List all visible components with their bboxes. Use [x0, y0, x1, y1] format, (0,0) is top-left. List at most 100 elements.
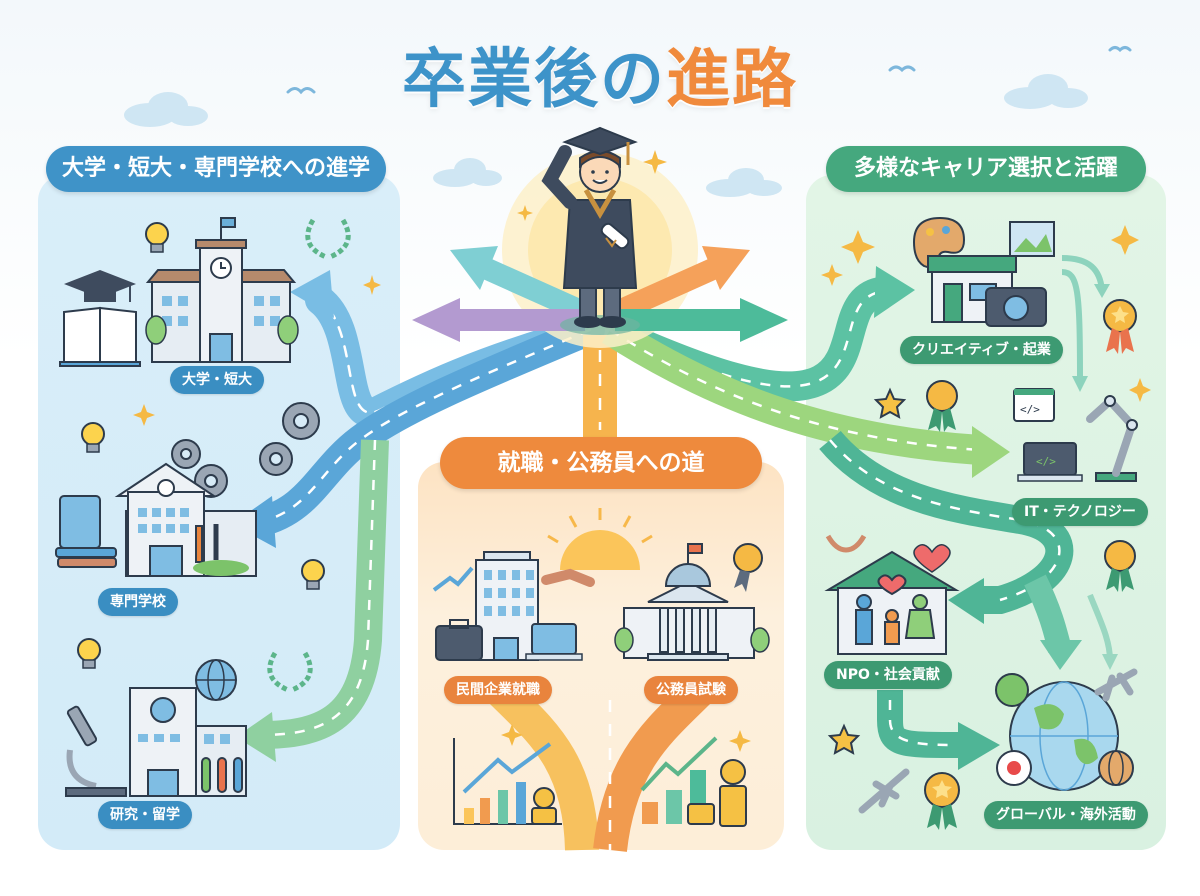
books-icon	[55, 547, 117, 568]
arrow-up-left-icon	[450, 246, 595, 326]
code-window-icon: </>	[1013, 388, 1055, 422]
title-part-1: 卒業後の	[402, 43, 666, 117]
diploma-icon	[600, 222, 630, 250]
tree-icon	[145, 315, 299, 345]
arrow-right-icon	[615, 298, 788, 342]
road-to-employment	[487, 335, 713, 853]
sun-icon	[547, 508, 653, 570]
arrow-head-it	[972, 426, 1010, 478]
bird-icon	[286, 46, 1132, 95]
tablet-icon	[59, 495, 101, 549]
medal-icon	[1103, 299, 1137, 354]
vocational-school-icon	[114, 462, 257, 577]
page-title: 卒業後の進路	[0, 28, 1200, 120]
bar-chart-coins-icon	[453, 738, 562, 825]
caring-hands-icon	[825, 534, 867, 553]
airplane-icon	[1094, 668, 1138, 702]
office-building-icon	[475, 551, 539, 661]
test-tubes-icon	[201, 757, 243, 793]
it-illustration: </> </>	[1013, 388, 1138, 482]
arrow-head-research	[236, 712, 276, 762]
mini-globe-icon	[995, 673, 1029, 707]
lightbulb-icon	[301, 559, 325, 590]
star-icon	[827, 723, 861, 755]
employment-header: 就職・公務員への道	[440, 437, 762, 489]
picture-icon	[1009, 221, 1055, 257]
npo-illustration	[824, 534, 960, 655]
sparkle-icon	[501, 724, 751, 752]
arrow-head-global-1	[1040, 640, 1082, 670]
globe-icon	[195, 659, 237, 701]
employment-illustration	[432, 508, 770, 661]
star-icon	[873, 387, 907, 419]
robot-arm-icon	[1086, 395, 1138, 482]
sparkle-icon	[1111, 225, 1139, 255]
heart-icon	[913, 544, 951, 573]
arrow-head-npo	[948, 578, 984, 624]
research-illustration	[65, 638, 247, 797]
education-header: 大学・短大・専門学校への進学	[46, 146, 386, 192]
direction-arrows	[412, 246, 788, 342]
medal-icon	[733, 543, 763, 592]
medal-icon	[926, 380, 958, 432]
arrow-head-global-2	[1102, 654, 1118, 670]
airplane-icon	[858, 768, 910, 814]
label-civil-service-exam: 公務員試験	[644, 676, 738, 704]
lightbulb-icon	[81, 422, 105, 453]
graduate-figure-icon	[541, 126, 638, 328]
tree-icon	[614, 627, 770, 653]
sparkle-icon	[1129, 378, 1151, 402]
arrow-left-icon	[412, 298, 585, 342]
road-to-vocational	[255, 316, 596, 537]
medal-icon	[1104, 540, 1136, 592]
creative-illustration	[912, 216, 1055, 327]
arrow-head-creative	[874, 266, 915, 318]
road-to-it	[601, 317, 982, 465]
wrench-screwdriver-icon	[195, 524, 219, 563]
arrow-head-global-3	[958, 722, 1000, 770]
research-building-icon	[129, 687, 247, 797]
microscope-icon	[65, 705, 127, 797]
label-creative-startup: クリエイティブ・起業	[900, 336, 1063, 364]
cloud-icon	[124, 92, 208, 127]
label-global-overseas: グローバル・海外活動	[984, 801, 1148, 829]
growth-charts-illustration	[453, 724, 751, 827]
mini-globe-icon	[1098, 750, 1134, 786]
arrow-head-university	[290, 270, 334, 318]
label-research-abroad: 研究・留学	[98, 801, 192, 829]
sparkle-icon	[363, 275, 381, 295]
svg-text:</>: </>	[1036, 455, 1056, 468]
camera-icon	[985, 287, 1047, 327]
sparkles-icon	[821, 230, 875, 286]
world-globe-icon	[1009, 681, 1119, 791]
sparkle-icon	[517, 150, 667, 221]
svg-text:</>: </>	[1020, 403, 1040, 416]
label-npo-social: NPO・社会貢献	[824, 661, 952, 689]
laptop-code-icon: </>	[1017, 442, 1083, 482]
laptop-icon	[525, 623, 583, 661]
briefcase-icon	[435, 619, 483, 661]
university-clock-tower-icon	[145, 217, 297, 363]
label-private-company: 民間企業就職	[444, 676, 552, 704]
handshake-icon	[541, 568, 595, 587]
graduation-cap-icon	[64, 270, 136, 302]
title-part-2: 進路	[666, 43, 798, 117]
house-family-icon	[824, 550, 960, 655]
global-illustration	[995, 668, 1138, 791]
vocational-school-illustration	[55, 402, 320, 577]
label-university: 大学・短大	[170, 366, 264, 394]
graduate-hub	[412, 126, 788, 348]
japan-flag-icon	[996, 750, 1032, 786]
medal-icon	[924, 772, 960, 830]
sparkle-icon	[133, 404, 155, 426]
label-it-technology: IT・テクノロジー	[1012, 498, 1148, 526]
university-illustration	[59, 217, 299, 367]
road-to-research	[259, 439, 389, 749]
sky-decorations	[124, 46, 1132, 197]
palette-icon	[912, 216, 966, 269]
career-header: 多様なキャリア選択と活躍	[826, 146, 1146, 192]
government-building-icon	[623, 543, 755, 661]
bar-chart-coins-icon	[640, 736, 747, 827]
